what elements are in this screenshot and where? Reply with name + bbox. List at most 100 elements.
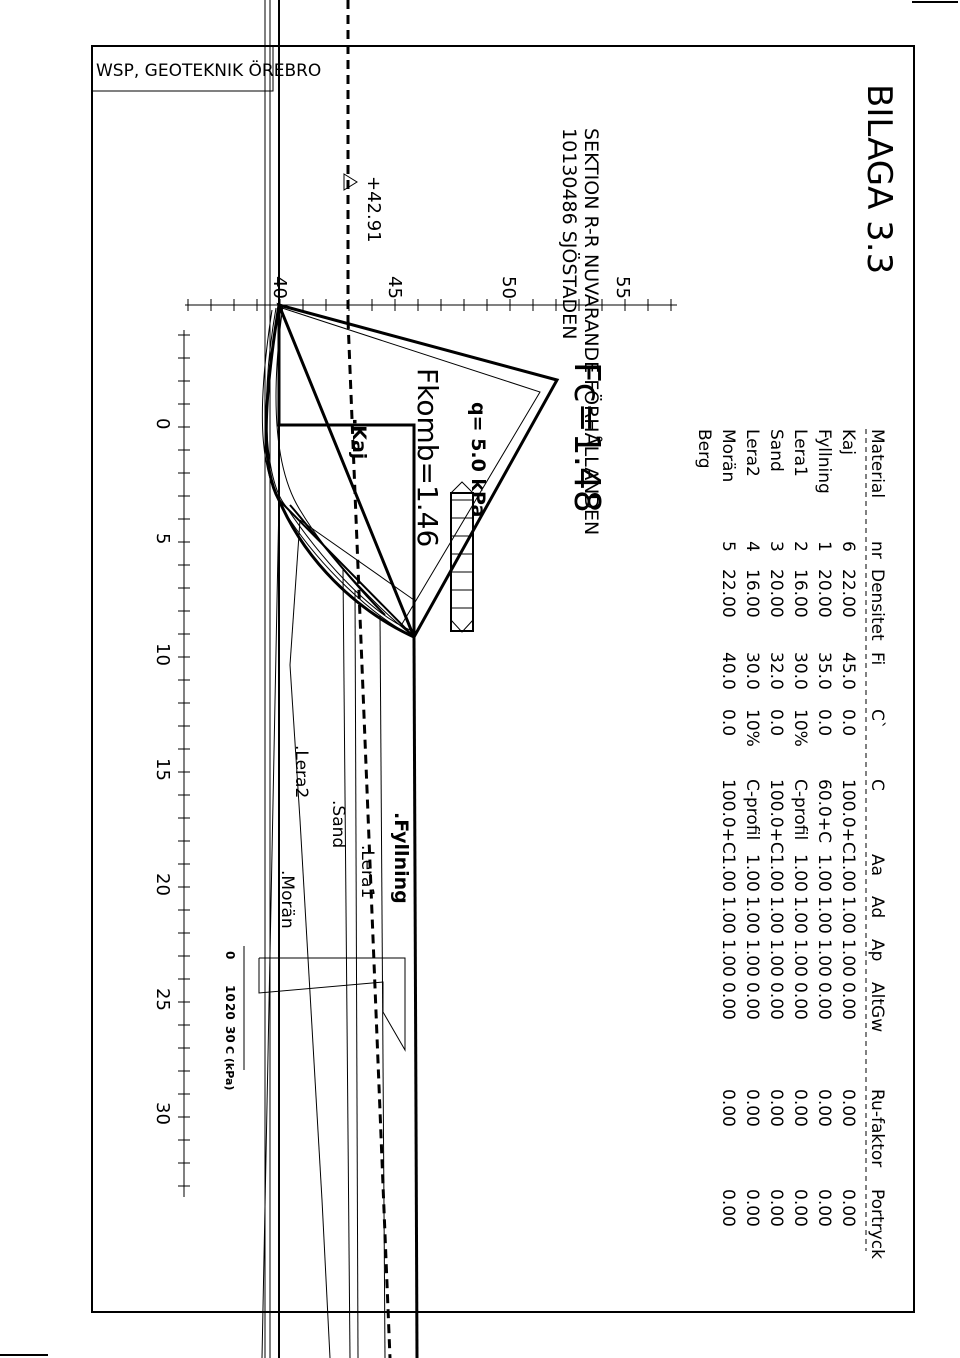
table-cell: Sand xyxy=(766,429,786,472)
table-cell: 0.00 xyxy=(766,982,786,1020)
strength-tick-label: 10 xyxy=(223,985,237,1002)
table-cell: 0.00 xyxy=(790,1189,810,1227)
soil-layers xyxy=(261,499,386,1358)
table-cell: Berg xyxy=(694,429,714,469)
table-cell: 20.00 xyxy=(814,569,834,618)
fill-wedge xyxy=(276,302,560,641)
table-cell: 1.00 xyxy=(718,854,738,892)
slip-surface xyxy=(261,309,415,638)
load-label: q= 5.0 kPa xyxy=(467,402,489,517)
layer-label-lera2: .Lera2 xyxy=(291,745,311,798)
table-header-cell: nr xyxy=(867,541,887,559)
table-cell: 0.00 xyxy=(742,1089,762,1127)
table-cell: 1.00 xyxy=(790,939,810,977)
table-cell: Lera2 xyxy=(742,429,762,477)
table-cell: 22.00 xyxy=(838,569,858,618)
table-cell: 0.0 xyxy=(814,709,834,736)
load-arrow-head xyxy=(450,619,474,633)
layer-boundary xyxy=(261,499,280,1358)
table-cell: 100.0+C xyxy=(838,779,858,854)
layer-boundary xyxy=(289,519,301,666)
table-cell: 60.0+C xyxy=(814,779,834,843)
table-cell: 45.0 xyxy=(838,652,858,690)
table-cell: 0.00 xyxy=(814,982,834,1020)
layer-label-lera1: .Lera1 xyxy=(357,845,377,898)
table-cell: 1.00 xyxy=(766,854,786,892)
table-cell: 1.00 xyxy=(766,896,786,934)
table-cell: 0.00 xyxy=(718,1089,738,1127)
fill-boundary-line xyxy=(412,636,419,1358)
kaj-profile xyxy=(277,305,416,637)
table-header-cell: Aa xyxy=(867,854,887,876)
table-cell: 30.0 xyxy=(742,652,762,690)
table-header-cell: Fi xyxy=(867,652,887,665)
load-arrow-head xyxy=(450,481,474,494)
distance-tick-label: 0 xyxy=(152,418,173,429)
table-cell: 0.00 xyxy=(814,1189,834,1227)
inner-wedge-outline xyxy=(278,306,541,625)
table-cell: 1.00 xyxy=(790,896,810,934)
fill-contact-line xyxy=(278,499,415,638)
table-cell: 1.00 xyxy=(814,896,834,934)
critical-slip-surface xyxy=(264,304,415,639)
table-cell: 0.0 xyxy=(766,709,786,736)
table-cell: 1.00 xyxy=(814,854,834,892)
table-cell: 0.00 xyxy=(718,1189,738,1227)
table-cell: 40.0 xyxy=(718,652,738,690)
table-cell: C-profil xyxy=(742,779,762,840)
elevation-tick-label: 45 xyxy=(384,276,405,299)
table-cell: 0.00 xyxy=(838,1189,858,1227)
table-cell: 30.0 xyxy=(790,652,810,690)
distance-axis: 0 5 10 15 20 25 30 xyxy=(152,330,190,1197)
table-cell: Lera1 xyxy=(790,429,810,477)
table-cell: 0.00 xyxy=(742,982,762,1020)
slip-surface xyxy=(275,304,415,638)
elevation-tick-label: 50 xyxy=(498,276,519,299)
table-cell: 0.00 xyxy=(838,1089,858,1127)
table-header-cell: C` xyxy=(867,709,887,729)
table-cell: 1.00 xyxy=(838,896,858,934)
table-cell: 0.0 xyxy=(838,709,858,736)
fill-contact-line xyxy=(299,519,415,601)
table-cell: 0.00 xyxy=(790,982,810,1020)
section-title: SEKTION R-R NUVARANDE FÖRHÅLLANDEN xyxy=(580,128,603,535)
table-cell: 1.00 xyxy=(742,896,762,934)
table-header-cell: Ap xyxy=(867,939,887,961)
strength-axis-unit: C (kPa) xyxy=(223,1046,236,1090)
table-cell: 1.00 xyxy=(718,939,738,977)
table-cell: 1.00 xyxy=(718,896,738,934)
company-box xyxy=(91,45,274,92)
table-cell: 1.00 xyxy=(766,939,786,977)
distance-tick-label: 20 xyxy=(152,873,173,896)
table-cell: 10% xyxy=(742,709,762,747)
distance-tick-label: 25 xyxy=(152,988,173,1011)
table-cell: 22.00 xyxy=(718,569,738,618)
level-marker-label: +42.91 xyxy=(363,176,384,243)
table-header-cell: C xyxy=(867,779,887,791)
table-header-cell: Material xyxy=(867,429,887,498)
strength-profile-line xyxy=(258,957,406,1052)
table-cell: 1.00 xyxy=(790,854,810,892)
table-cell: 32.0 xyxy=(766,652,786,690)
table-header-cell: Densitet xyxy=(867,569,887,641)
distance-tick-label: 5 xyxy=(152,533,173,544)
slip-surfaces xyxy=(261,304,415,639)
table-cell: 1.00 xyxy=(838,854,858,892)
table-cell: C-profil xyxy=(790,779,810,840)
table-cell: 0.00 xyxy=(718,982,738,1020)
layer-label-kaj: .Kaj xyxy=(348,418,370,459)
strength-tick-label: 20 xyxy=(223,1003,237,1020)
table-header-cell: Portryck xyxy=(867,1189,887,1259)
distributed-load xyxy=(450,481,474,633)
table-header-cell: Ru-faktor xyxy=(867,1089,887,1167)
table-header-cell: AltGw xyxy=(867,982,887,1032)
table-cell: 0.00 xyxy=(790,1089,810,1127)
table-cell: 10% xyxy=(790,709,810,747)
table-cell: 2 xyxy=(790,541,810,552)
distance-tick-label: 30 xyxy=(152,1102,173,1125)
table-cell: 1.00 xyxy=(742,939,762,977)
material-table: MaterialnrDensitetFiC`CAaAdApAltGwRu-fak… xyxy=(694,429,887,1259)
table-cell: 0.0 xyxy=(718,709,738,736)
slip-surface xyxy=(265,307,411,631)
